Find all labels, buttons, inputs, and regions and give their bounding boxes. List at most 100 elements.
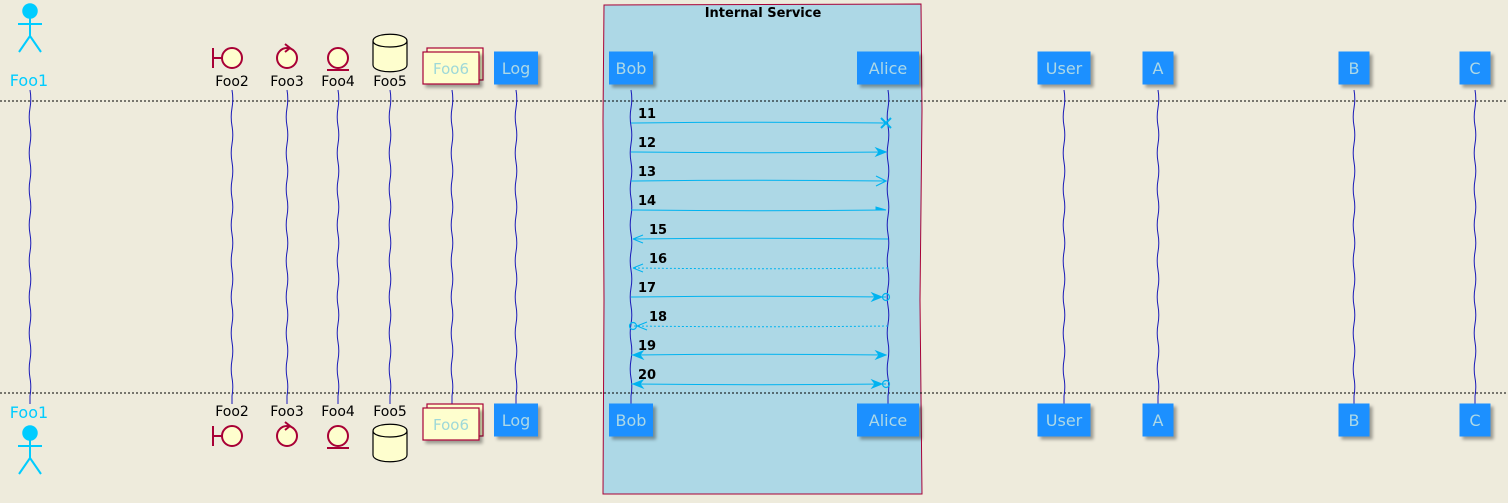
box-frame: [602, 3, 923, 495]
participant-box: [1459, 51, 1491, 85]
participant-label: A: [1153, 411, 1164, 430]
message-15: 15: [632, 223, 889, 244]
participant-label: Foo1: [10, 71, 48, 90]
arrow-head-filled: [874, 146, 888, 158]
participant-label: Foo5: [373, 404, 407, 420]
participant-label: Alice: [869, 59, 907, 78]
message-label: 15: [649, 223, 667, 238]
participant-label: Foo6: [433, 60, 469, 78]
participant-alice-bottom: Alice: [857, 403, 919, 437]
actor-body: [18, 18, 42, 53]
control-circle: [276, 425, 298, 447]
database-rim: [372, 430, 408, 438]
control-circle: [276, 47, 298, 69]
message-label: 14: [638, 194, 656, 209]
actor-body: [18, 440, 42, 475]
participant-foo4-bottom: Foo4: [321, 404, 355, 449]
participant-label: Bob: [616, 59, 647, 78]
database-body: [372, 423, 408, 463]
participant-label: Log: [502, 411, 531, 430]
participant-box: [857, 403, 919, 437]
participant-b-bottom: B: [1338, 403, 1370, 437]
participant-box: [1338, 51, 1370, 85]
arrow-head-filled: [874, 349, 888, 361]
arrow-cross: [880, 117, 892, 129]
message-line: [632, 267, 889, 270]
participant-box: [1142, 403, 1174, 437]
participant-label: A: [1153, 59, 1164, 78]
message-line: [630, 353, 887, 356]
participant-label: Foo3: [270, 74, 304, 90]
participant-label: C: [1469, 59, 1480, 78]
participant-label: Foo3: [270, 404, 304, 420]
lifeline-foo6: [450, 89, 454, 404]
boundary-bar: [212, 426, 222, 446]
participant-foo6-bottom: Foo6: [422, 403, 484, 441]
collections-front: [422, 407, 480, 441]
message-label: 20: [638, 368, 656, 383]
participant-label: Alice: [869, 411, 907, 430]
message-13: 13: [630, 165, 888, 187]
arrow-circle: [628, 321, 638, 331]
arrow-head-open: [875, 175, 888, 187]
participant-label: B: [1349, 411, 1360, 430]
message-line: [630, 295, 887, 298]
lifeline-foo5: [388, 89, 392, 404]
participant-alice-top: Alice: [857, 51, 919, 85]
box-title: Internal Service: [705, 6, 822, 21]
database-rim: [372, 40, 408, 48]
collections-front: [422, 51, 480, 85]
participant-foo1-bottom: Foo1: [10, 403, 48, 475]
arrow-head-half: [875, 206, 887, 211]
participant-foo5-top: Foo5: [372, 33, 408, 90]
lifeline-foo3: [285, 89, 289, 404]
message-17: 17: [630, 281, 891, 303]
control-arrow: [284, 43, 292, 53]
message-label: 11: [638, 107, 656, 122]
lifeline-bob: [629, 89, 633, 404]
participant-label: Foo2: [215, 404, 249, 420]
participant-label: Foo1: [10, 403, 48, 422]
message-line: [630, 383, 887, 386]
lifeline-c: [1473, 89, 1477, 404]
participant-foo6-top: Foo6: [422, 47, 484, 85]
arrow-head-thin: [636, 321, 648, 331]
control-arrow: [284, 421, 292, 431]
participant-box: [494, 403, 538, 437]
participant-box: [1338, 403, 1370, 437]
message-11: 11: [630, 107, 892, 129]
arrow-head-filled: [631, 349, 645, 361]
message-16: 16: [632, 252, 889, 273]
participant-box: [857, 51, 919, 85]
participant-a-bottom: A: [1142, 403, 1174, 437]
boundary-circle: [221, 425, 243, 447]
message-20: 20: [630, 368, 891, 390]
participant-label: Foo4: [321, 404, 355, 420]
participant-label: C: [1469, 411, 1480, 430]
participant-label: Foo5: [373, 74, 407, 90]
participant-box: [1459, 403, 1491, 437]
participant-a-top: A: [1142, 51, 1174, 85]
participant-user-bottom: User: [1037, 403, 1091, 437]
lifeline-a: [1156, 89, 1160, 404]
message-line: [630, 151, 887, 154]
participant-label: Bob: [616, 411, 647, 430]
lifeline-b: [1352, 89, 1356, 404]
participant-label: B: [1349, 59, 1360, 78]
participant-box: [609, 51, 653, 85]
participant-log-bottom: Log: [494, 403, 538, 437]
participant-box: [1142, 51, 1174, 85]
participant-user-top: User: [1037, 51, 1091, 85]
message-12: 12: [630, 136, 888, 158]
message-label: 12: [638, 136, 656, 151]
participant-label: Log: [502, 59, 531, 78]
actor-head: [22, 3, 38, 19]
lifeline-log: [514, 89, 518, 404]
participant-box: [1037, 51, 1091, 85]
participant-foo5-bottom: Foo5: [372, 404, 408, 463]
message-line: [632, 325, 889, 328]
message-label: 19: [638, 339, 656, 354]
message-line: [630, 121, 887, 124]
message-line: [630, 179, 887, 182]
